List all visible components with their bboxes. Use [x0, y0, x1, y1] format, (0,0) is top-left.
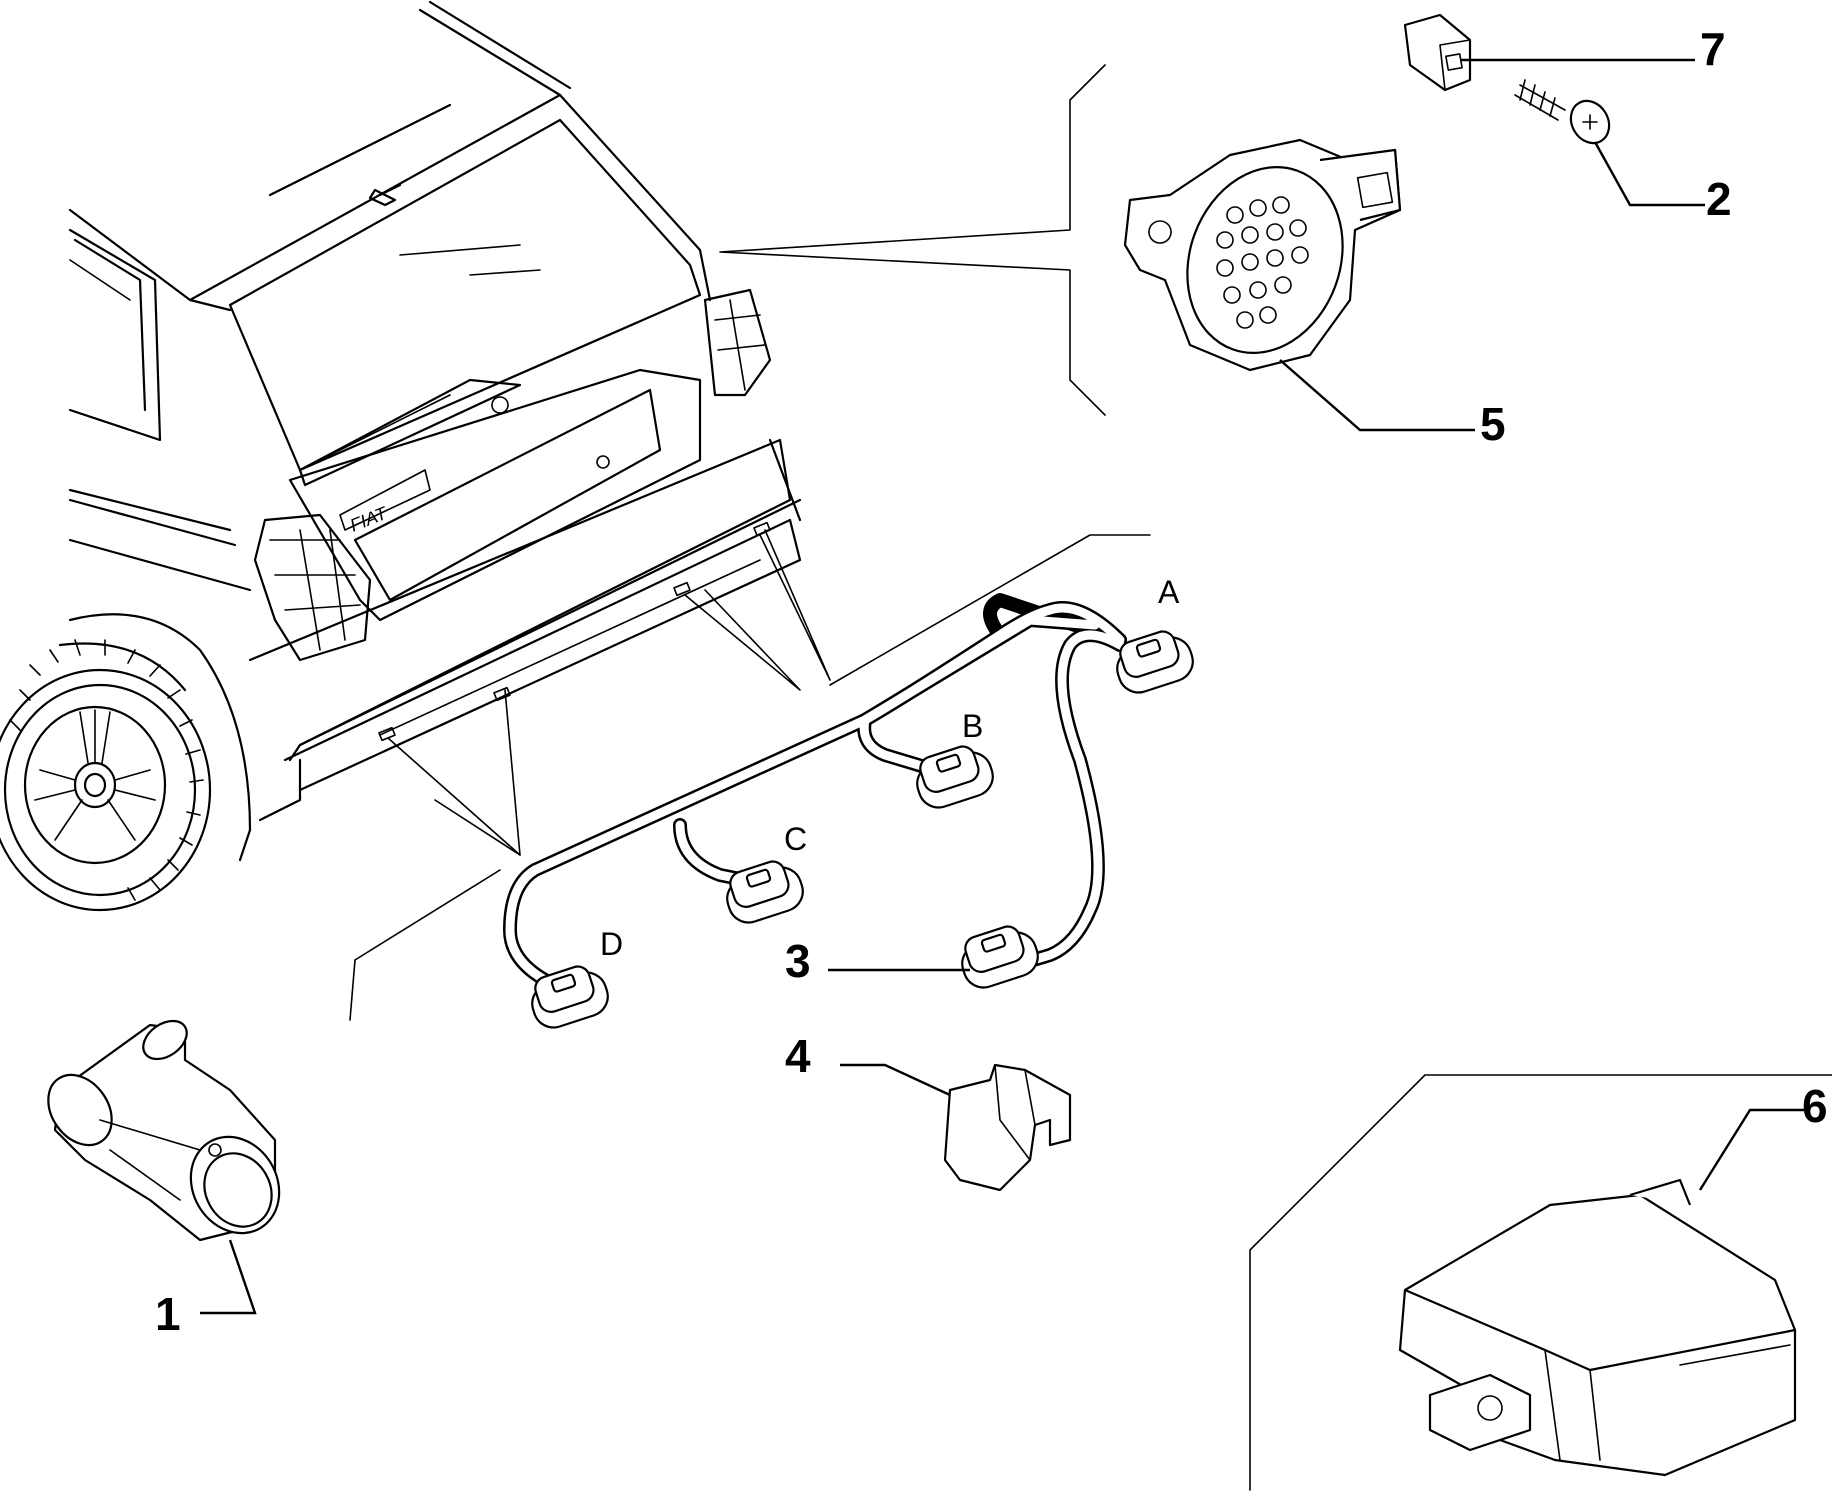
car-rear-illustration: FIAT: [0, 0, 1151, 1021]
connector-label-b: B: [962, 708, 983, 744]
callout-number-7: 7: [1700, 23, 1726, 75]
part-7-clip-nut: [1403, 13, 1472, 92]
buzzer-location-pointer: [719, 64, 1106, 416]
leader-1: [200, 1239, 257, 1315]
part-6-control-unit: [1249, 1074, 1832, 1491]
callout-number-5: 5: [1480, 398, 1506, 450]
leader-6: [1698, 1108, 1805, 1191]
connector-label-c: C: [784, 821, 807, 857]
callout-number-1: 1: [155, 1288, 181, 1340]
connector-c-plug: [726, 860, 804, 924]
callout-number-4: 4: [785, 1030, 811, 1082]
part-1-parking-sensor: [47, 1019, 281, 1242]
leader-5: [1279, 359, 1475, 432]
callout-number-6: 6: [1802, 1080, 1828, 1132]
connector-a-plug: [1116, 630, 1194, 694]
connector-b-plug: [916, 745, 994, 809]
part-5-buzzer: [1123, 138, 1402, 372]
part-4-sensor-clip: [943, 1063, 1072, 1192]
connector-label-d: D: [600, 926, 623, 962]
part-2-screw: [1514, 79, 1611, 145]
callout-number-3: 3: [785, 935, 811, 987]
connector-main-plug: [961, 925, 1039, 989]
leader-2: [1593, 141, 1705, 207]
callout-number-2: 2: [1706, 173, 1732, 225]
connector-d-plug: [531, 965, 609, 1029]
leader-4: [840, 1063, 951, 1097]
connector-label-a: A: [1158, 574, 1180, 610]
wiring-harness: [503, 593, 1194, 1029]
